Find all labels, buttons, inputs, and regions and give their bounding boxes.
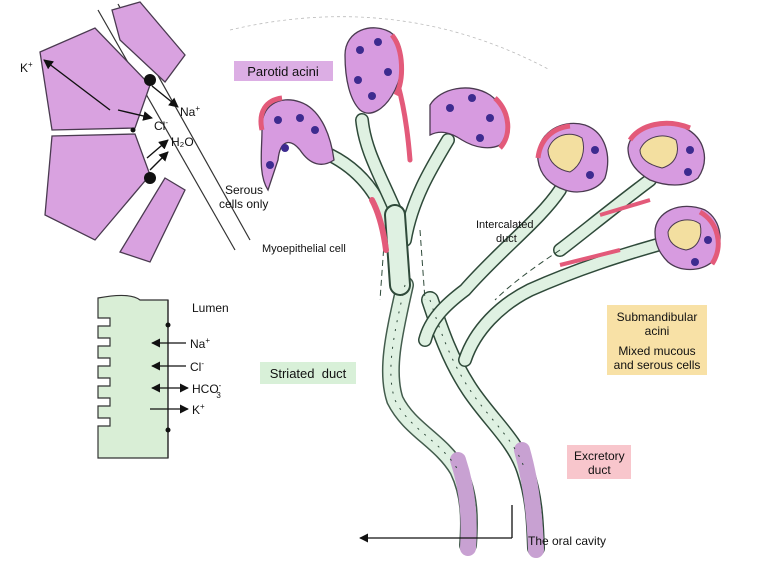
submandibular-acinus-bottom bbox=[654, 205, 721, 271]
acinar-transport-panel: K+ Na+ Cl- H₂O bbox=[20, 1, 251, 263]
svg-text:acini: acini bbox=[645, 324, 670, 338]
svg-text:Mixed mucous: Mixed mucous bbox=[618, 344, 695, 358]
duct-k-label: K+ bbox=[192, 402, 205, 417]
myoepithelial-cell bbox=[369, 197, 389, 253]
excretory-duct-label: Excretory duct bbox=[567, 445, 631, 479]
cl-arrow bbox=[117, 109, 153, 121]
svg-text:Serous: Serous bbox=[225, 183, 263, 197]
duct-cell-panel: Lumen Na+ Cl- HCO-3 K+ bbox=[97, 294, 229, 459]
submandibular-acini-label: Submandibular acini Mixed mucous and ser… bbox=[607, 305, 707, 375]
k-efflux-arrow bbox=[43, 59, 111, 111]
oral-cavity-label: The oral cavity bbox=[528, 534, 606, 548]
parotid-acinus-center bbox=[344, 27, 405, 114]
h2o-arrow-1 bbox=[146, 139, 169, 159]
submandibular-acinus-right bbox=[627, 120, 706, 186]
svg-text:Excretory: Excretory bbox=[574, 449, 625, 463]
svg-text:Submandibular: Submandibular bbox=[617, 310, 698, 324]
parotid-acinus-left bbox=[258, 95, 335, 192]
serous-cells-label: Serous cells only bbox=[219, 183, 268, 211]
duct-cl-label: Cl- bbox=[190, 359, 204, 374]
myoepithelial-cell-label: Myoepithelial cell bbox=[262, 243, 346, 255]
parotid-acinus-right bbox=[429, 87, 511, 150]
duct-na-label: Na+ bbox=[190, 336, 210, 351]
excretory-duct-left bbox=[450, 452, 477, 556]
svg-text:duct: duct bbox=[588, 463, 611, 477]
junction-dot bbox=[130, 127, 136, 133]
lumen-label: Lumen bbox=[192, 301, 229, 315]
transporter-dot bbox=[144, 172, 156, 184]
acinar-cell-lower bbox=[44, 133, 151, 241]
svg-text:and serous cells: and serous cells bbox=[614, 358, 701, 372]
k-ion-label: K+ bbox=[20, 60, 33, 75]
svg-text:Intercalated: Intercalated bbox=[476, 219, 533, 231]
submandibular-acinus-top bbox=[535, 122, 609, 193]
transporter-dot bbox=[144, 74, 156, 86]
svg-text:Striated duct: Striated duct bbox=[270, 366, 347, 381]
h2o-arrow-2 bbox=[149, 151, 169, 171]
duct-hco3-label: HCO-3 bbox=[192, 381, 222, 400]
intercalated-duct-label: Intercalated duct bbox=[476, 219, 533, 245]
acinar-cell-right-top bbox=[111, 1, 186, 83]
striated-duct-cell-body bbox=[97, 294, 169, 459]
excretory-duct-right bbox=[514, 442, 544, 558]
parotid-acini-label: Parotid acini bbox=[234, 61, 333, 81]
striated-duct-label: Striated duct bbox=[260, 362, 356, 384]
svg-text:duct: duct bbox=[496, 233, 517, 245]
acinar-cell-upper bbox=[39, 27, 151, 131]
cl-ion-label: Cl- bbox=[154, 118, 168, 133]
h2o-label: H₂O bbox=[171, 135, 194, 149]
svg-text:cells only: cells only bbox=[219, 197, 268, 211]
na-ion-label: Na+ bbox=[180, 104, 200, 119]
svg-text:Parotid acini: Parotid acini bbox=[247, 64, 319, 79]
na-arrow bbox=[151, 85, 179, 108]
acinar-cell-right-bottom bbox=[119, 177, 186, 263]
gland-tree bbox=[229, 16, 721, 558]
